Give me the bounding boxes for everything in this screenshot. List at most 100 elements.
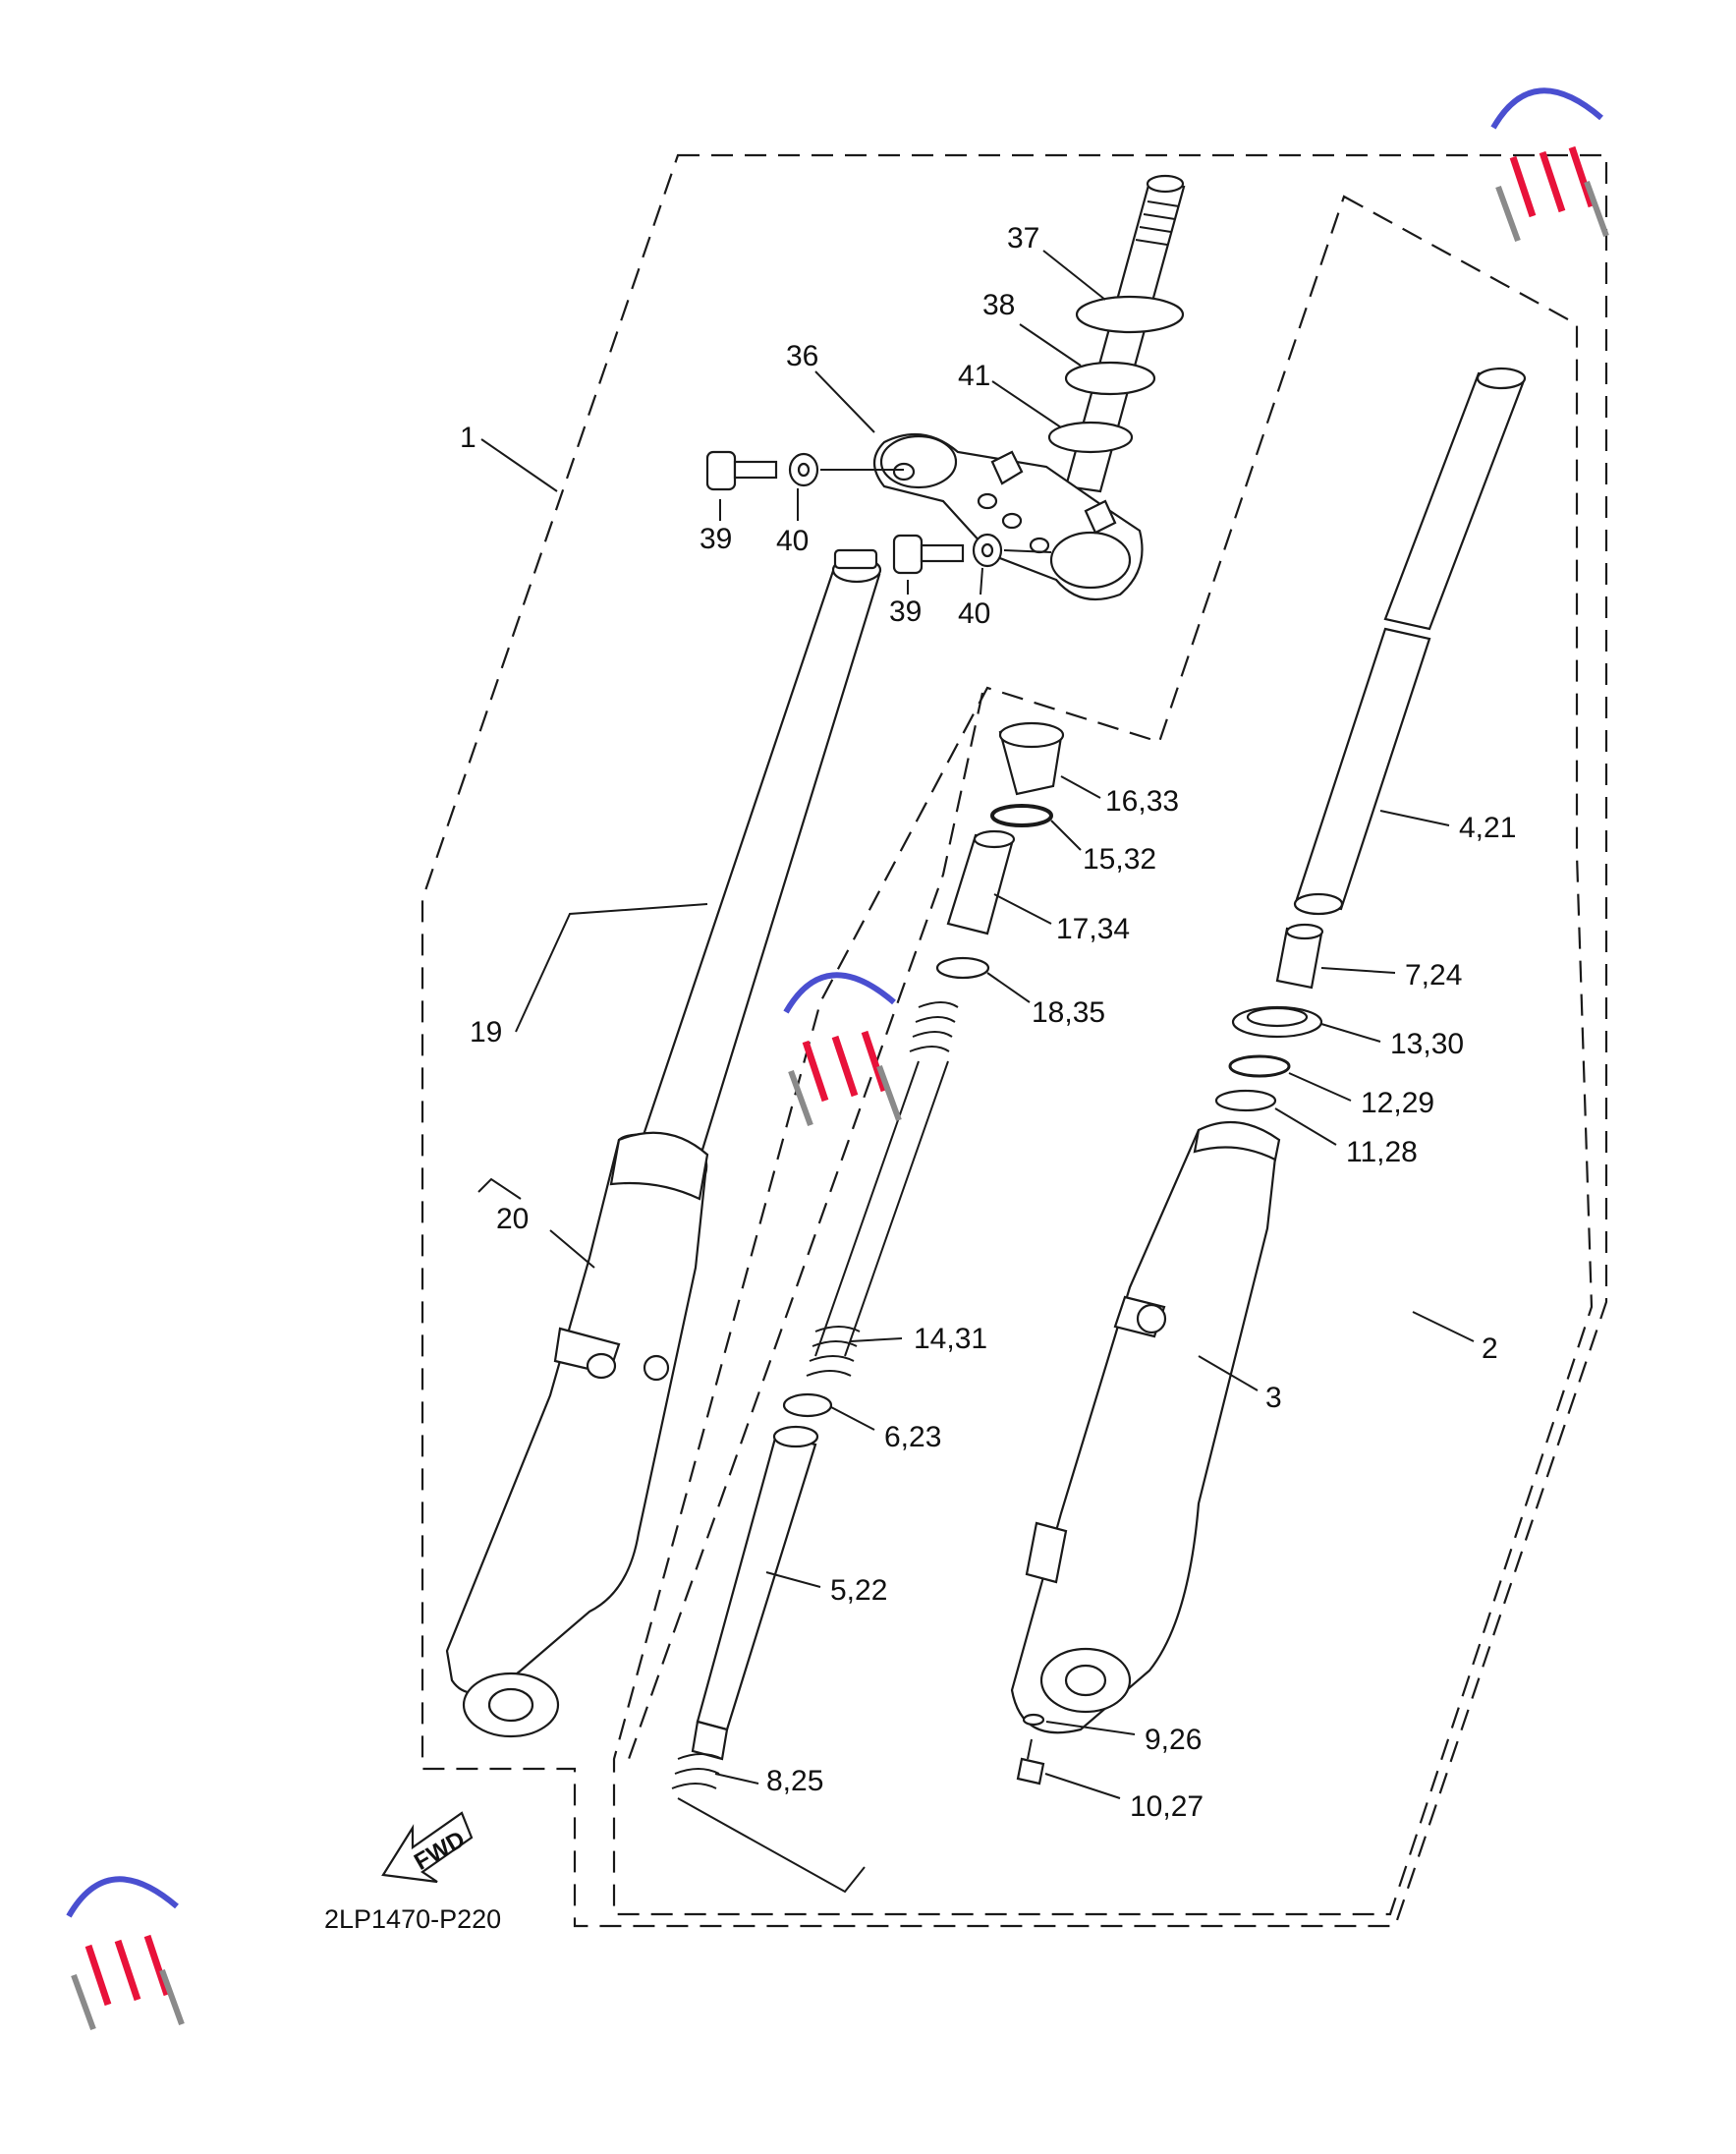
callout-41: 41 bbox=[958, 360, 990, 392]
callout-3: 3 bbox=[1265, 1382, 1282, 1414]
damper-rod-5-top bbox=[772, 1425, 819, 1448]
bracket-clamp-right bbox=[1049, 531, 1132, 590]
callout-38: 38 bbox=[982, 289, 1015, 321]
oil-seal-13-inner bbox=[1246, 1006, 1309, 1028]
washer-18 bbox=[935, 956, 990, 980]
o-ring-15 bbox=[990, 804, 1053, 827]
leader-8 bbox=[714, 1773, 759, 1785]
callout-12-29: 12,29 bbox=[1361, 1087, 1434, 1119]
stem-top bbox=[1146, 174, 1185, 194]
bracket-hole-4 bbox=[1029, 537, 1050, 554]
leader-6 bbox=[830, 1406, 875, 1431]
callout-13-30: 13,30 bbox=[1390, 1028, 1464, 1060]
mount-boss-right bbox=[1136, 1303, 1167, 1334]
bolt-39-lower-head bbox=[892, 534, 924, 575]
leader-38 bbox=[1019, 323, 1082, 367]
leader-40-lower bbox=[980, 567, 983, 595]
callout-40-upper: 40 bbox=[776, 525, 809, 557]
outer-tube-3-shoulder bbox=[1193, 1120, 1281, 1162]
leader-3 bbox=[1198, 1355, 1259, 1391]
washer-11 bbox=[1214, 1089, 1277, 1112]
inner-tube-top-ring bbox=[833, 548, 878, 570]
leader-5 bbox=[765, 1571, 821, 1588]
inner-tube-4 bbox=[1383, 371, 1525, 631]
leader-13 bbox=[1320, 1023, 1381, 1043]
left-fork-leg bbox=[445, 548, 882, 1738]
inner-tube-4-bottom bbox=[1293, 892, 1344, 916]
watermark-mark-icon bbox=[1509, 145, 1596, 218]
callout-2: 2 bbox=[1482, 1332, 1498, 1365]
bracket-stop-1 bbox=[990, 450, 1024, 485]
watermark-gray-icon bbox=[71, 1968, 185, 2031]
boundary-assembly-2 bbox=[612, 195, 1594, 1916]
watermark-gray-icon bbox=[788, 1064, 902, 1127]
mount-boss-b bbox=[643, 1354, 670, 1382]
mount-boss-a bbox=[586, 1352, 617, 1380]
taper-spindle-8 bbox=[671, 1753, 723, 1789]
bracket-hole-1 bbox=[892, 462, 916, 482]
leader-17 bbox=[993, 893, 1052, 925]
fwd-arrow-icon bbox=[381, 1811, 474, 1884]
callout-20: 20 bbox=[496, 1203, 529, 1235]
damper-internals bbox=[671, 721, 1065, 1789]
outer-tube-shoulder bbox=[609, 1131, 709, 1201]
leader-15 bbox=[1050, 820, 1082, 851]
callout-14-31: 14,31 bbox=[914, 1323, 987, 1355]
callout-1: 1 bbox=[460, 422, 476, 454]
leader-11 bbox=[1274, 1107, 1337, 1146]
callout-16-33: 16,33 bbox=[1105, 785, 1179, 818]
callout-15-32: 15,32 bbox=[1083, 843, 1156, 876]
washer-40-upper-hole bbox=[797, 462, 811, 478]
bolt-39-upper-shank bbox=[733, 460, 778, 480]
spacer-17-top bbox=[973, 829, 1016, 849]
leader-12 bbox=[1288, 1072, 1352, 1102]
race-41 bbox=[1047, 421, 1134, 454]
bracket-hole-2 bbox=[977, 492, 998, 510]
assembly-boundaries bbox=[420, 153, 1608, 1928]
watermark-mark-icon bbox=[802, 1030, 888, 1103]
axle-hole bbox=[487, 1687, 534, 1723]
bracket-hole-3 bbox=[1001, 512, 1023, 530]
washer-40-lower-hole bbox=[980, 542, 994, 558]
right-fork-leg bbox=[1010, 367, 1527, 1786]
watermark-logo-center bbox=[783, 972, 902, 1127]
fasteners bbox=[705, 450, 1052, 575]
leader-2 bbox=[1412, 1311, 1475, 1342]
watermark-logo-top-right bbox=[1490, 87, 1609, 243]
callout-19: 19 bbox=[470, 1016, 502, 1049]
leader-8-assembly bbox=[677, 1797, 866, 1894]
outer-tube-3 bbox=[1010, 1123, 1279, 1734]
damper-rod-5 bbox=[696, 1433, 817, 1731]
leader-36 bbox=[814, 370, 875, 433]
callout-8-25: 8,25 bbox=[766, 1765, 823, 1797]
leader-9 bbox=[1045, 1721, 1136, 1735]
leader-1 bbox=[480, 438, 558, 492]
seal-38 bbox=[1064, 361, 1156, 396]
boundary-assembly-1 bbox=[420, 153, 1608, 1928]
fwd-arrow: FWD bbox=[381, 1811, 474, 1884]
callout-11-28: 11,28 bbox=[1346, 1136, 1418, 1168]
spacer-17 bbox=[946, 833, 1014, 935]
piston-ring-6 bbox=[782, 1392, 833, 1418]
outer-tube-20 bbox=[445, 1133, 708, 1694]
leader-37 bbox=[1042, 250, 1106, 301]
callout-10-27: 10,27 bbox=[1130, 1790, 1204, 1823]
callout-37: 37 bbox=[1007, 222, 1039, 255]
callout-5-22: 5,22 bbox=[830, 1574, 887, 1607]
callout-9-26: 9,26 bbox=[1145, 1724, 1202, 1756]
diagram-code: 2LP1470-P220 bbox=[324, 1904, 501, 1934]
callout-17-34: 17,34 bbox=[1056, 913, 1130, 945]
bolt-39-lower-shank bbox=[920, 543, 965, 563]
watermark-swoosh-icon bbox=[66, 1876, 179, 1918]
cap-bolt-16-top bbox=[998, 721, 1065, 749]
stem-threads bbox=[1135, 200, 1180, 246]
bearing-37 bbox=[1075, 295, 1185, 334]
callout-36: 36 bbox=[786, 340, 818, 372]
leader-lines bbox=[477, 250, 1475, 1894]
boundary-inner-damper bbox=[627, 692, 984, 1760]
leader-20 bbox=[477, 1177, 595, 1269]
bracket-clamp-left bbox=[879, 434, 958, 489]
leader-41 bbox=[991, 380, 1062, 428]
bolt-39-upper-head bbox=[705, 450, 737, 491]
